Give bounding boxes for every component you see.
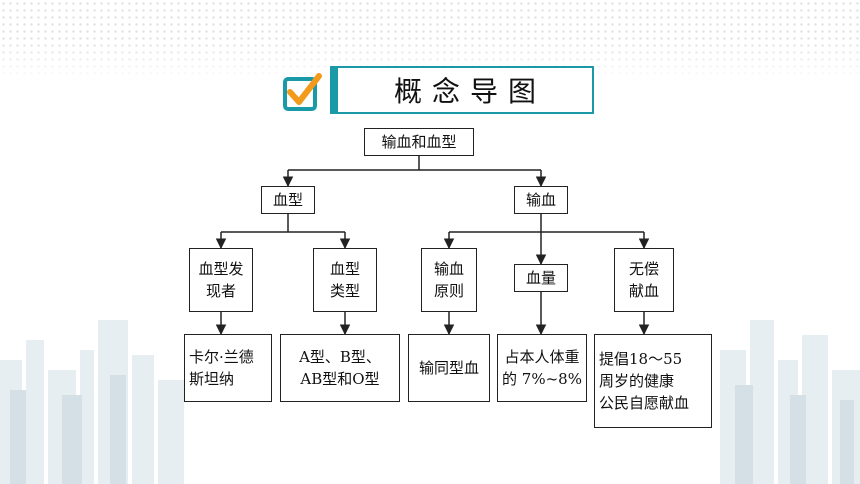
node-blood-volume: 血量 — [514, 264, 568, 292]
city-skyline-decoration — [0, 320, 860, 484]
section-header: 概念导图 — [282, 66, 596, 116]
page-title: 概念导图 — [393, 75, 546, 108]
node-root: 输血和血型 — [364, 128, 474, 156]
detail-same-type-transfusion: 输同型血 — [408, 334, 490, 402]
node-voluntary-donation: 无偿 献血 — [614, 248, 674, 312]
node-blood-type-categories: 血型 类型 — [313, 248, 377, 312]
node-blood-type-discoverer: 血型发 现者 — [189, 248, 253, 312]
node-transfusion-principle: 输血 原则 — [421, 248, 477, 312]
detail-blood-type-list: A型、B型、 AB型和O型 — [280, 334, 400, 402]
node-blood-type: 血型 — [261, 186, 315, 214]
node-transfusion: 输血 — [514, 186, 568, 214]
checkbox-checked-icon — [283, 73, 322, 111]
detail-discoverer-name: 卡尔·兰德 斯坦纳 — [184, 334, 272, 402]
detail-donation-age-range: 提倡18～55 周岁的健康 公民自愿献血 — [594, 334, 712, 428]
title-bar: 概念导图 — [330, 66, 594, 114]
detail-blood-volume-percent: 占本人体重 的 7%~8% — [497, 334, 587, 402]
